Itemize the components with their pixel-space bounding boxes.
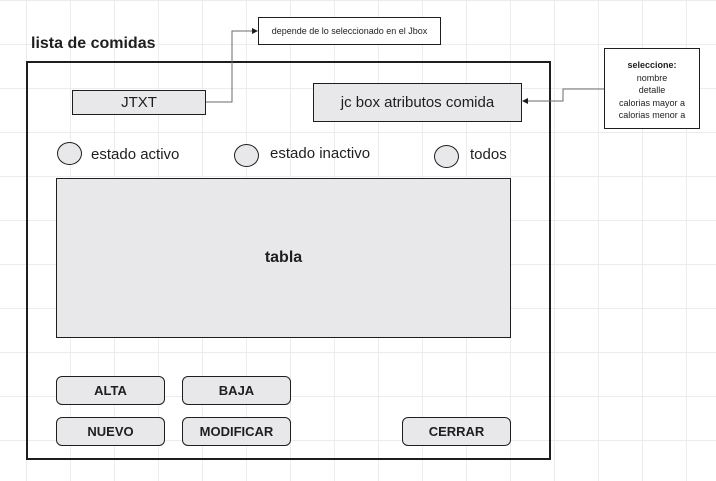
page-title: lista de comidas [31, 35, 156, 52]
combo-note-connector [527, 88, 604, 102]
combo-options-heading: seleccione: [627, 60, 677, 70]
radio-estado-activo-label: estado activo [91, 146, 180, 163]
results-table[interactable]: tabla [56, 178, 511, 338]
jtxt-note-connector [206, 30, 253, 103]
jtxt-note-arrowhead-icon [252, 28, 258, 34]
cerrar-button[interactable]: CERRAR [402, 417, 511, 446]
combo-note-arrowhead-icon [522, 98, 528, 104]
combo-option: nombre [636, 72, 668, 83]
window-frame [26, 61, 551, 460]
nuevo-button[interactable]: NUEVO [56, 417, 165, 446]
atributos-combo-box[interactable]: jc box atributos comida [313, 83, 522, 122]
jtxt-annotation-note: depende de lo seleccionado en el Jbox [258, 17, 441, 45]
radio-todos[interactable] [434, 145, 459, 168]
combo-option: calorias mayor a [618, 97, 686, 108]
baja-button[interactable]: BAJA [182, 376, 291, 405]
modificar-button[interactable]: MODIFICAR [182, 417, 291, 446]
alta-button[interactable]: ALTA [56, 376, 165, 405]
radio-estado-inactivo-label: estado inactivo [270, 145, 371, 162]
radio-estado-activo[interactable] [57, 142, 82, 165]
radio-todos-label: todos [470, 146, 507, 163]
combo-options-annotation-note: seleccione: nombre detalle calorias mayo… [604, 48, 700, 129]
radio-estado-inactivo[interactable] [234, 144, 259, 167]
combo-option: detalle [638, 85, 666, 95]
jtxt-field[interactable]: JTXT [72, 90, 206, 115]
combo-option: calorias menor a [618, 110, 686, 120]
